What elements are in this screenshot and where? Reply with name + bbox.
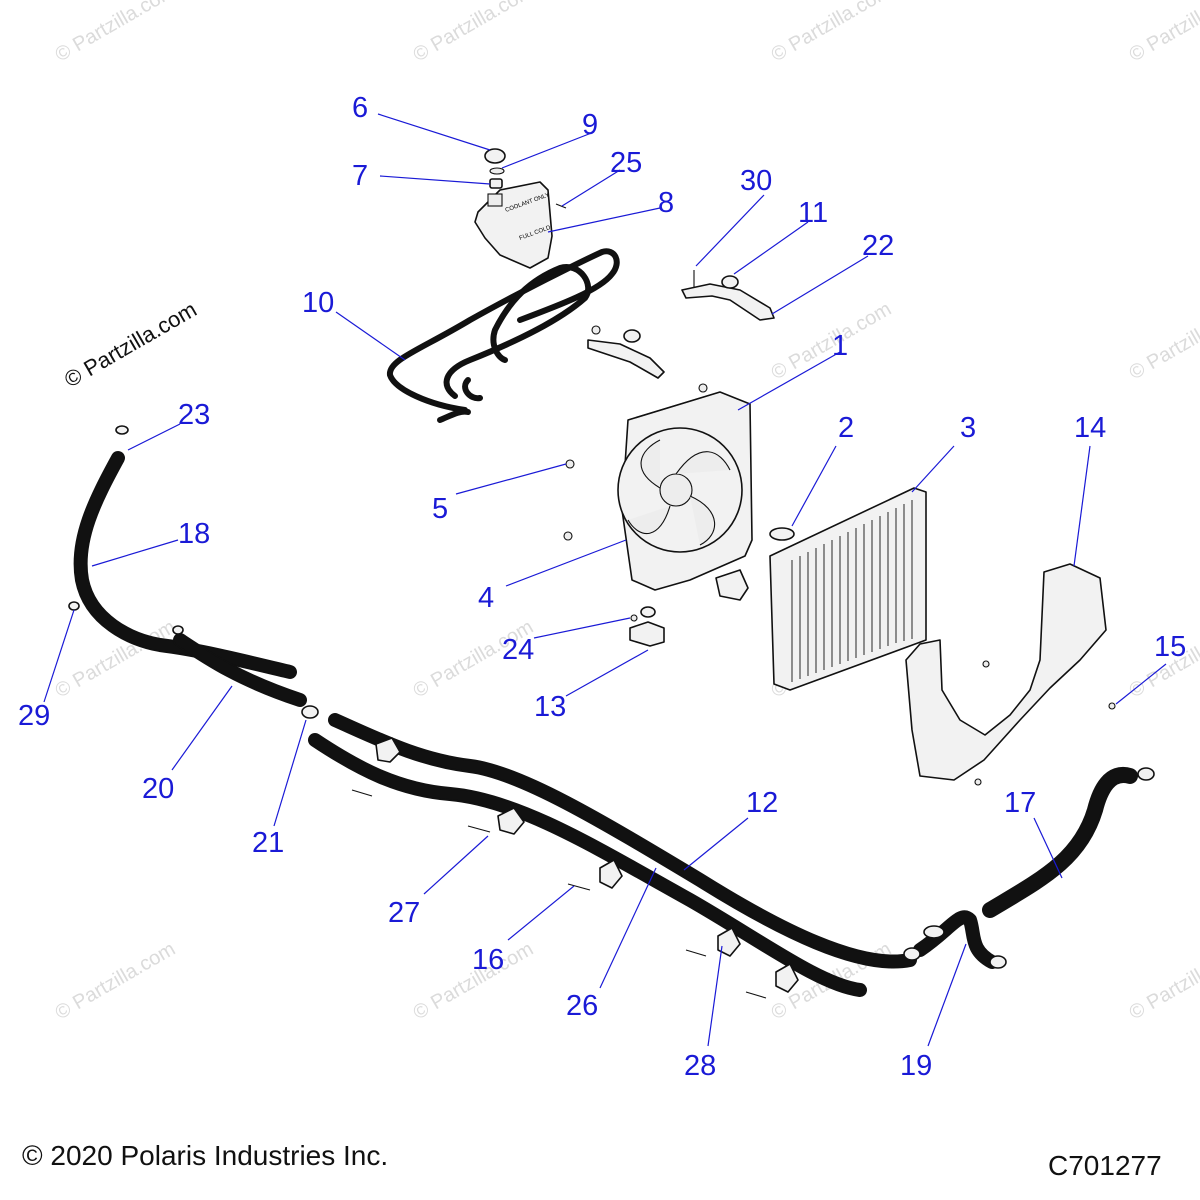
- callout-8: 8: [658, 187, 674, 219]
- deflector-screw: [982, 660, 990, 668]
- hose-clamp: [989, 955, 1007, 969]
- lower-grommet: [640, 606, 656, 618]
- callout-20: 20: [142, 773, 174, 805]
- radiator-fins: [791, 500, 913, 682]
- watermark: © Partzilla.com: [1126, 0, 1200, 66]
- watermark-prominent: © Partzilla.com: [60, 297, 201, 393]
- callout-12: 12: [746, 787, 778, 819]
- clip-screw: [567, 883, 591, 891]
- callout-25: 25: [610, 147, 642, 179]
- clip-screw: [351, 789, 373, 797]
- tube-clip: [599, 859, 623, 889]
- radiator-cap: [484, 148, 506, 164]
- clip-screw: [745, 991, 767, 999]
- tube-clip: [375, 737, 401, 763]
- leader-lines: [43, 113, 1167, 1047]
- callout-14: 14: [1074, 412, 1106, 444]
- callout-29: 29: [18, 700, 50, 732]
- callout-10: 10: [302, 287, 334, 319]
- bottle-mount-pin: [555, 203, 567, 209]
- callout-5: 5: [432, 493, 448, 525]
- callout-24: 24: [502, 634, 534, 666]
- fan-blades: [627, 439, 731, 546]
- callout-2: 2: [838, 412, 854, 444]
- hose-clamp: [923, 925, 945, 939]
- callout-15: 15: [1154, 631, 1186, 663]
- shroud-nut: [563, 531, 573, 541]
- callout-16: 16: [472, 944, 504, 976]
- copyright-notice: © 2020 Polaris Industries Inc.: [22, 1140, 389, 1171]
- callout-27: 27: [388, 897, 420, 929]
- hose-clamp: [115, 425, 129, 435]
- callout-9: 9: [582, 109, 598, 141]
- callout-18: 18: [178, 518, 210, 550]
- watermark: © Partzilla.com: [410, 0, 538, 66]
- deflector-screw: [1108, 702, 1116, 710]
- callout-4: 4: [478, 582, 494, 614]
- callout-6: 6: [352, 92, 368, 124]
- callout-11: 11: [798, 197, 828, 229]
- deflector-screw: [974, 778, 982, 786]
- shroud-nut: [565, 459, 575, 469]
- tube-clip: [775, 963, 799, 993]
- callout-22: 22: [862, 230, 894, 262]
- hose-clamp: [903, 947, 921, 961]
- callout-26: 26: [566, 990, 598, 1022]
- callout-17: 17: [1004, 787, 1036, 819]
- lower-bolt: [630, 614, 638, 622]
- tube-clip: [717, 927, 741, 957]
- overflow-tubing: [387, 248, 620, 423]
- upper-mount-bracket: [681, 283, 775, 321]
- rubber-grommet: [721, 275, 739, 289]
- callout-3: 3: [960, 412, 976, 444]
- hose-clamp: [301, 705, 319, 719]
- callout-1: 1: [832, 330, 848, 362]
- fan-hub: [659, 473, 693, 507]
- watermark: © Partzilla.com: [768, 0, 896, 66]
- shroud-nut: [698, 383, 708, 393]
- watermark: © Partzilla.com: [1126, 298, 1200, 384]
- parts-artwork: COOLANT ONLY FULL COLD: [68, 148, 1155, 999]
- clip-screw: [467, 825, 491, 833]
- callout-7: 7: [352, 160, 368, 192]
- bottle-neck: [487, 193, 503, 207]
- cap-gasket: [489, 178, 503, 189]
- watermark: © Partzilla.com: [1126, 938, 1200, 1024]
- callout-30: 30: [740, 165, 772, 197]
- watermark: © Partzilla.com: [52, 938, 180, 1024]
- hose-clamp: [172, 625, 184, 635]
- callout-28: 28: [684, 1050, 716, 1082]
- tube-clip: [497, 807, 525, 835]
- shroud-edge: [627, 391, 721, 421]
- watermark: © Partzilla.com: [52, 0, 180, 66]
- callout-23: 23: [178, 399, 210, 431]
- air-deflector: [905, 563, 1107, 781]
- callout-21: 21: [252, 827, 284, 859]
- bracket-grommet: [623, 329, 641, 343]
- radiator-filler-cap: [769, 527, 795, 541]
- bracket-bolt: [591, 325, 601, 335]
- lower-mount-bracket: [629, 621, 665, 647]
- side-mount-bracket: [715, 569, 749, 601]
- hose-clamp: [1137, 767, 1155, 781]
- hose-clamp: [68, 601, 80, 611]
- cap-ring: [489, 167, 505, 175]
- diagram-id: C701277: [1048, 1150, 1162, 1181]
- fan-top-bracket: [587, 339, 665, 379]
- clip-screw: [685, 949, 707, 957]
- callout-13: 13: [534, 691, 566, 723]
- callout-numbers: 1 2 3 4 5 6 7 8 9 10 11 12 13 14 15 16 1…: [18, 92, 1186, 1082]
- callout-19: 19: [900, 1050, 932, 1082]
